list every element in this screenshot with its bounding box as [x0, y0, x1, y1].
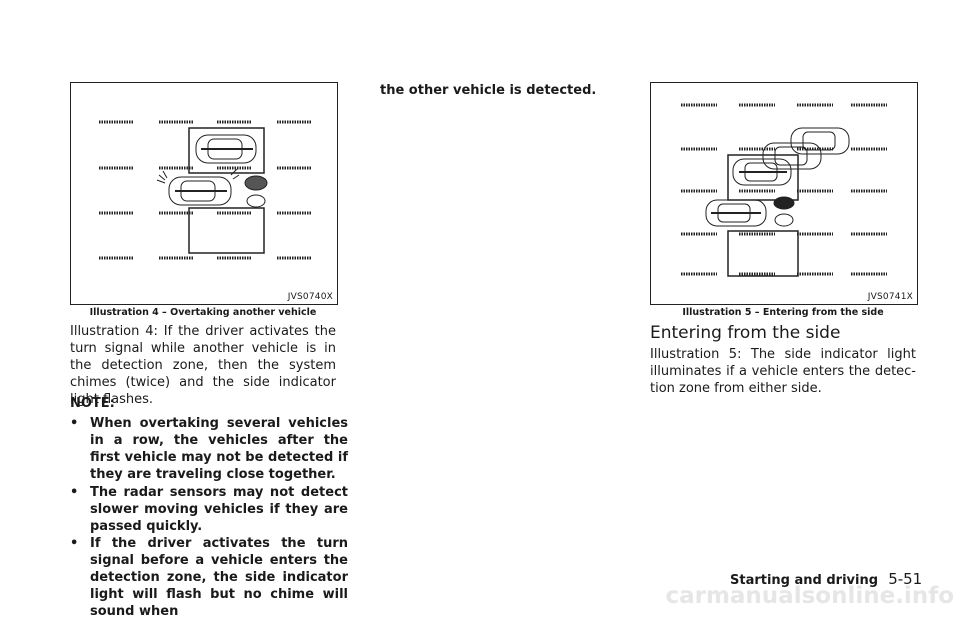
illustration-5-drawing [681, 103, 887, 277]
bullet-mark: • [70, 416, 79, 431]
continuation-text: the other vehicle is detected. [380, 83, 597, 98]
bullet-text: The radar sensors may not detect slower … [90, 485, 348, 534]
illustration-4-figure: JVS0740X [70, 82, 338, 305]
illustration-5-paragraph: Illustration 5: The side indicator light… [650, 347, 916, 396]
figure-caption: Illustration 5 – Entering from the side [682, 307, 884, 318]
section-heading: Entering from the side [650, 323, 841, 343]
bullet-item: • The radar sensors may not detect slowe… [70, 484, 348, 536]
illustration-5-figure: JVS0741X [650, 82, 918, 305]
figure-caption: Illustration 4 – Overtaking another vehi… [89, 307, 317, 318]
bullet-mark: • [70, 485, 79, 500]
footer-section: Starting and driving [730, 573, 879, 588]
illustration-4-drawing [99, 120, 311, 260]
figure-code: JVS0740X [287, 292, 333, 302]
note-label: NOTE: [70, 396, 115, 411]
illustration-4-paragraph: Illustration 4: If the driver activates … [70, 324, 336, 407]
bullet-text: When overtaking several vehicles in a ro… [90, 416, 348, 482]
bullet-mark: • [70, 536, 79, 551]
page-number: 5-51 [888, 570, 923, 588]
figure-code: JVS0741X [867, 292, 913, 302]
bullet-item: • If the driver activates the turn signa… [70, 535, 348, 619]
page-footer: Starting and driving 5-51 [730, 570, 922, 588]
watermark: carmanualsonline.info [665, 583, 954, 609]
bullet-text: If the driver activates the turn signal … [90, 536, 348, 619]
bullet-item: • When overtaking several vehicles in a … [70, 415, 348, 482]
